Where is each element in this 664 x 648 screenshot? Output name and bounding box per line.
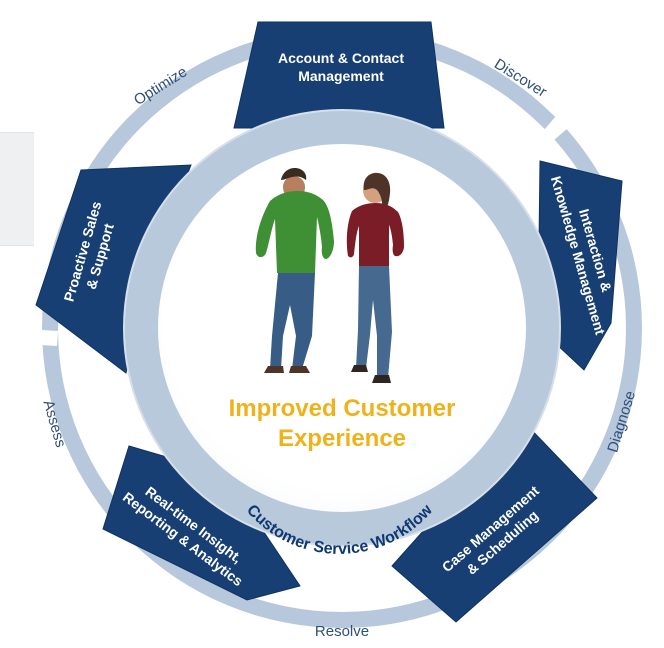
phase-resolve: Resolve [315, 623, 369, 640]
left-background-panel [0, 132, 34, 246]
account-contact-label: Account & Contact Management [278, 50, 404, 84]
center-title: Improved Customer Experience [229, 395, 456, 452]
center-title-line-1: Improved Customer [229, 395, 456, 422]
people-illustration [255, 168, 404, 383]
account-contact-line-1: Account & Contact [278, 50, 404, 66]
account-contact-line-2: Management [298, 68, 384, 84]
man-figure [255, 168, 334, 373]
segment-account-contact [233, 21, 445, 129]
woman-figure [346, 172, 404, 383]
inner-ring [123, 109, 561, 547]
center-title-line-2: Experience [278, 425, 406, 452]
